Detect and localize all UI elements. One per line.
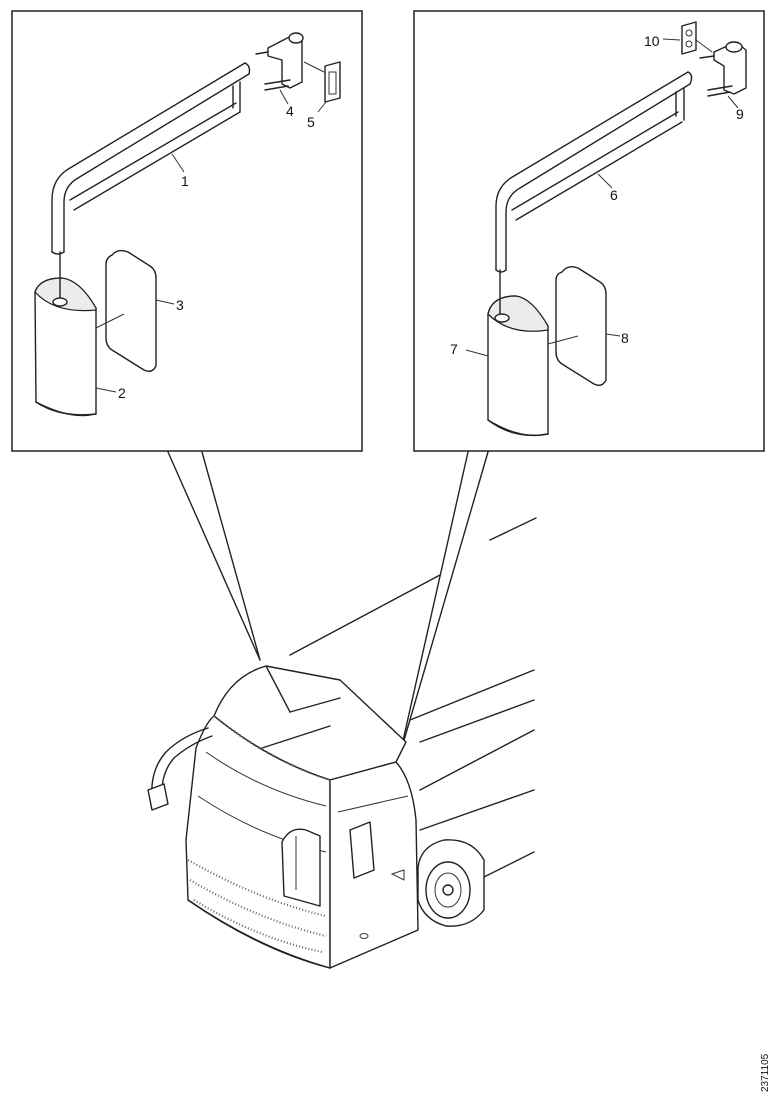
callout-8: 8 — [621, 330, 629, 346]
truck-cab — [147, 517, 537, 969]
callout-4: 4 — [286, 103, 294, 119]
right-callouts: 6 7 8 9 10 — [450, 33, 744, 357]
right-bracket — [699, 41, 747, 97]
callout-7: 7 — [450, 341, 458, 357]
callout-3: 3 — [176, 297, 184, 313]
right-detail-panel — [413, 10, 765, 452]
left-small-plate — [303, 61, 341, 103]
callout-9: 9 — [736, 106, 744, 122]
left-mirror-arm — [51, 62, 251, 255]
pointer-lines — [167, 451, 489, 755]
drawing-code: 2371105 — [760, 1053, 771, 1092]
callout-5: 5 — [307, 114, 315, 130]
left-callouts: 1 2 3 4 5 — [95, 89, 327, 401]
right-small-plate — [681, 21, 713, 55]
left-bracket — [255, 32, 304, 91]
callout-10: 10 — [644, 33, 660, 49]
left-mirror-glass — [95, 249, 157, 373]
callout-2: 2 — [118, 385, 126, 401]
callout-6: 6 — [610, 187, 618, 203]
left-mirror-housing — [34, 251, 97, 417]
right-mirror-housing — [487, 269, 549, 437]
right-mirror-glass — [547, 265, 607, 387]
callout-1: 1 — [181, 173, 189, 189]
right-mirror-arm — [495, 71, 693, 273]
